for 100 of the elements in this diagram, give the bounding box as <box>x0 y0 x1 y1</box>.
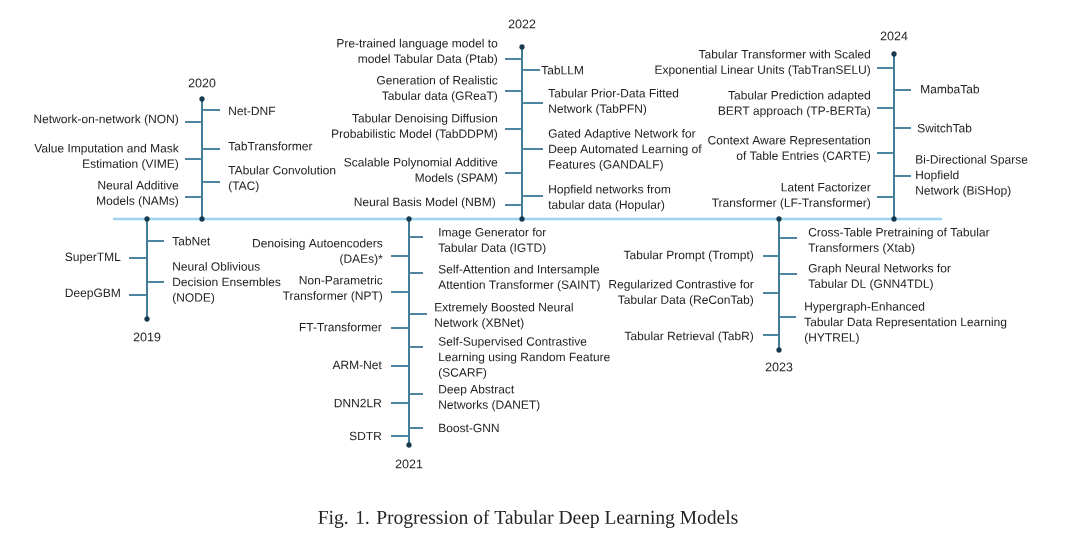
model-name: TabTransformer <box>228 141 313 151</box>
model-name: Self-Attention and Intersample Attention Transformer (SAINT) <box>438 264 600 292</box>
branch-line <box>409 346 424 348</box>
branch-line <box>409 272 424 274</box>
branch-line <box>762 255 779 257</box>
branch-line <box>504 90 522 92</box>
branch-line <box>184 158 202 160</box>
model-name: Net-DNF <box>229 106 276 116</box>
branch-line <box>504 128 522 130</box>
branch-line <box>504 58 522 60</box>
model-name: FT-Transformer <box>299 322 382 332</box>
year-label: 2024 <box>880 31 908 41</box>
model-name: Boost-GNN <box>439 423 499 433</box>
branch-line <box>522 69 541 71</box>
branch-line <box>409 393 424 395</box>
model-name: Image Generator for Tabular Data (IGTD) <box>438 227 547 255</box>
branch-line <box>894 175 912 177</box>
year-stem <box>893 54 895 219</box>
branch-line <box>762 292 779 294</box>
model-name: Bi-Directional Sparse Hopfield Network (BiSHop) <box>916 154 1028 198</box>
branch-line <box>522 102 544 104</box>
branch-line <box>504 204 522 206</box>
year-stem <box>146 219 148 319</box>
model-name: Tabular Retrieval (TabR) <box>624 331 754 343</box>
model-name: Hypergraph-Enhanced Tabular Data Representation Learning (HYTREL) <box>804 301 1007 345</box>
branch-line <box>202 148 221 150</box>
branch-line <box>390 255 409 257</box>
branch-line <box>202 181 221 183</box>
branch-line <box>390 291 409 293</box>
year-label: 2021 <box>395 459 423 469</box>
model-name: Neural Additive Models (NAMs) <box>97 180 179 208</box>
model-name: SDTR <box>349 431 382 441</box>
branch-line <box>390 435 409 437</box>
model-name: Deep Abstract Networks (DANET) <box>439 384 540 412</box>
model-name: Pre-trained language model to model Tabular Data (Ptab) <box>337 38 498 66</box>
year-label: 2020 <box>188 78 216 88</box>
model-name: Regularized Contrastive for Tabular Data (ReConTab) <box>609 279 754 307</box>
model-name: Tabular Denoising Diffusion Probabilistic Model (TabDDPM) <box>332 113 498 141</box>
model-name: TAbular Convolution (TAC) <box>228 165 336 193</box>
model-name: DeepGBM <box>65 288 120 300</box>
branch-line <box>894 127 912 129</box>
model-name: Tabular Prediction adapted BERT approach (TP-BERTa) <box>718 90 871 118</box>
branch-line <box>876 196 894 198</box>
branch-line <box>779 237 798 239</box>
model-name: Gated Adaptive Network for Deep Automated Learning of Features (GANDALF) <box>548 128 702 172</box>
branch-line <box>779 273 798 275</box>
branch-line <box>202 109 221 111</box>
model-name: Generation of Realistic Tabular data (GReaT) <box>377 75 498 103</box>
model-name: ARM-Net <box>332 360 382 370</box>
model-name: Context Aware Representation of Table Entries (CARTE) <box>708 135 871 163</box>
branch-line <box>876 152 894 154</box>
branch-line <box>409 236 424 238</box>
model-name: Cross-Table Pretraining of Tabular Transformers (Xtab) <box>808 227 990 255</box>
branch-line <box>147 281 165 283</box>
year-stem <box>201 99 203 219</box>
model-name: Latent Factorizer Transformer (LF-Transformer) <box>711 182 871 210</box>
year-label: 2023 <box>765 362 793 372</box>
model-name: Tabular Prior-Data Fitted Network (TabPFN) <box>548 88 679 116</box>
branch-line <box>409 313 428 315</box>
branch-line <box>184 121 202 123</box>
model-name: Hopfield networks from tabular data (Hopular) <box>548 184 671 212</box>
model-name: Tabular Prompt (Trompt) <box>623 250 754 262</box>
branch-line <box>409 427 424 429</box>
branch-line <box>184 196 202 198</box>
branch-line <box>390 327 409 329</box>
model-name: Extremely Boosted Neural Network (XBNet) <box>435 302 573 330</box>
model-name: TabNet <box>172 236 211 246</box>
branch-line <box>876 67 894 69</box>
branch-line <box>128 257 147 259</box>
branch-line <box>390 365 409 367</box>
model-name: Neural Basis Model (NBM) <box>354 197 496 209</box>
year-label: 2019 <box>133 332 161 342</box>
year-label: 2022 <box>508 19 536 29</box>
branch-line <box>894 89 912 91</box>
model-name: MambaTab <box>921 84 980 94</box>
model-name: Network-on-network (NON) <box>34 114 179 126</box>
branch-line <box>522 195 544 197</box>
model-name: Non-Parametric Transformer (NPT) <box>282 275 383 303</box>
model-name: SwitchTab <box>917 123 972 133</box>
branch-line <box>147 240 165 242</box>
branch-line <box>390 402 409 404</box>
branch-line <box>876 107 894 109</box>
model-name: Self-Supervised Contrastive Learning using Random Feature (SCARF) <box>438 336 610 380</box>
model-name: Scalable Polynomial Additive Models (SPAM) <box>344 157 498 185</box>
year-stem <box>521 47 523 219</box>
branch-line <box>128 294 147 296</box>
branch-line <box>522 148 544 150</box>
figure-caption: Fig. 1. Progression of Tabular Deep Learning Models <box>318 510 738 528</box>
year-stem <box>778 219 780 350</box>
branch-line <box>762 334 779 336</box>
model-name: SuperTML <box>65 252 121 264</box>
model-name: Graph Neural Networks for Tabular DL (GNN4TDL) <box>808 263 951 291</box>
branch-line <box>504 172 522 174</box>
model-name: Neural Oblivious Decision Ensembles (NODE) <box>172 261 281 305</box>
year-stem <box>408 219 410 445</box>
model-name: DNN2LR <box>334 398 382 408</box>
model-name: TabLLM <box>541 65 583 75</box>
branch-line <box>779 316 797 318</box>
model-name: Value Imputation and Mask Estimation (VIME) <box>34 143 179 171</box>
model-name: Tabular Transformer with Scaled Exponential Linear Units (TabTranSELU) <box>655 49 870 77</box>
